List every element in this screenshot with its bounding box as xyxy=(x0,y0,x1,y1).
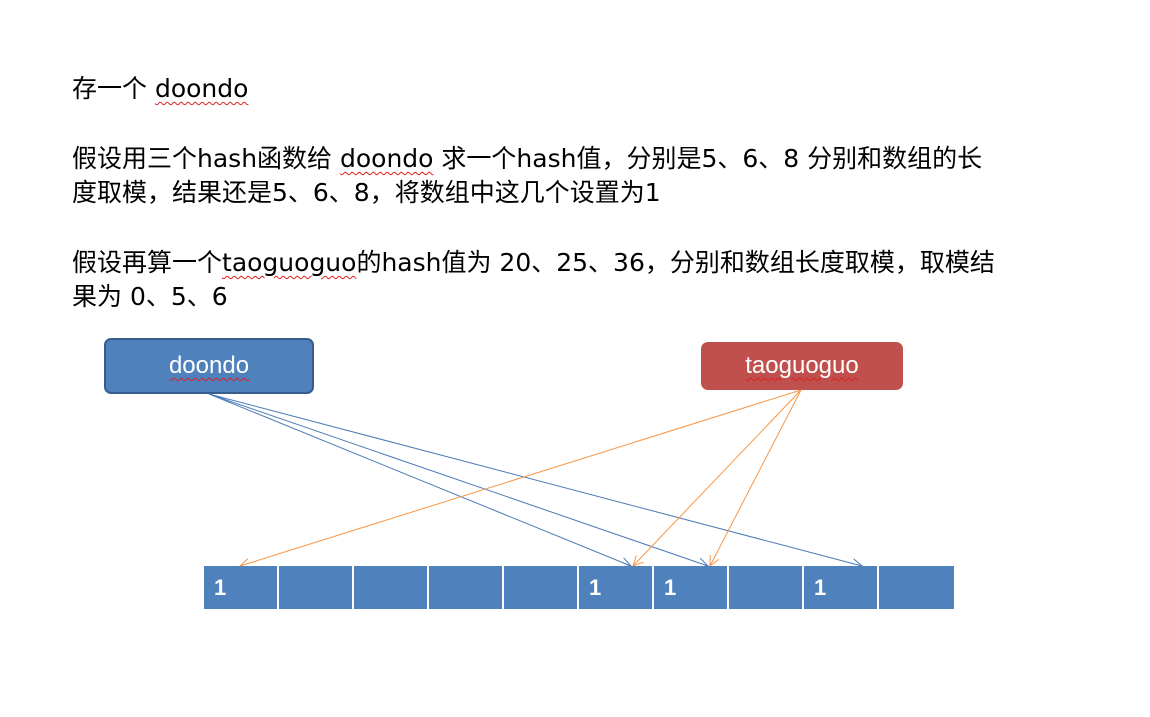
para-doondo-b: 求一个hash值，分别是5、6、8 分别和数组的长 xyxy=(433,144,983,173)
node-doondo-label: doondo xyxy=(168,352,250,379)
node-taoguoguo-label: taoguoguo xyxy=(745,352,859,379)
para-doondo-a: 假设用三个hash函数给 xyxy=(72,144,340,173)
line-store: 存一个 doondo xyxy=(72,72,248,105)
array-cell xyxy=(504,566,579,609)
array-cell xyxy=(729,566,804,609)
line-store-prefix: 存一个 xyxy=(72,74,155,103)
para-tao-a: 假设再算一个 xyxy=(72,248,223,277)
array-cell xyxy=(279,566,354,609)
para-tao-b: 的hash值为 20、25、36，分别和数组长度取模，取模结 xyxy=(356,248,995,277)
arrow-doondo-to-cell xyxy=(208,393,632,567)
arrow-doondo-to-cell xyxy=(208,393,863,567)
node-taoguoguo: taoguoguo xyxy=(701,342,903,390)
para-doondo-line1: 假设用三个hash函数给 doondo 求一个hash值，分别是5、6、8 分别… xyxy=(72,142,982,175)
array-cell xyxy=(429,566,504,609)
arrow-taoguoguo-to-cell xyxy=(632,389,802,567)
para-doondo-line2: 度取模，结果还是5、6、8，将数组中这几个设置为1 xyxy=(72,178,661,207)
para-tao-line1: 假设再算一个taoguoguo的hash值为 20、25、36，分别和数组长度取… xyxy=(72,246,995,279)
array-cell xyxy=(354,566,429,609)
node-doondo: doondo xyxy=(104,338,314,394)
array-cell: 1 xyxy=(804,566,879,609)
array-cell: 1 xyxy=(579,566,654,609)
arrow-taoguoguo-to-cell xyxy=(239,389,802,567)
array-cell xyxy=(879,566,954,609)
arrow-taoguoguo-to-cell xyxy=(709,389,802,567)
arrow-doondo-to-cell xyxy=(208,393,709,567)
word-doondo: doondo xyxy=(154,74,249,103)
word-doondo-2: doondo xyxy=(339,144,434,173)
array-cell: 1 xyxy=(204,566,279,609)
para-tao-line2: 果为 0、5、6 xyxy=(72,282,228,311)
word-taoguoguo: taoguoguo xyxy=(222,248,357,277)
array-cell: 1 xyxy=(654,566,729,609)
